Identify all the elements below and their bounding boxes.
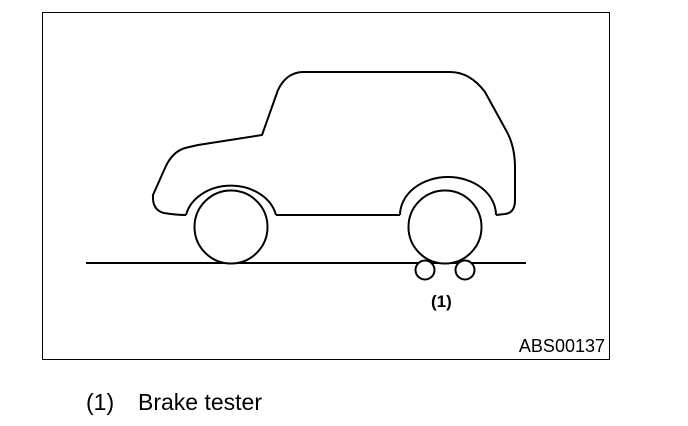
legend-item-number: (1)	[86, 389, 115, 415]
callout-label: (1)	[431, 292, 452, 311]
brake-tester-roller-left	[414, 259, 436, 281]
brake-tester-roller-right	[454, 259, 476, 281]
right-wheel-arch	[399, 176, 497, 216]
figure-code: ABS00137	[519, 336, 605, 356]
left-wheel	[193, 189, 269, 265]
legend: (1) Brake tester	[86, 389, 262, 416]
car-body	[151, 71, 516, 216]
right-wheel	[407, 189, 483, 265]
legend-item-text: Brake tester	[138, 389, 262, 415]
left-wheel-arch	[185, 184, 277, 216]
